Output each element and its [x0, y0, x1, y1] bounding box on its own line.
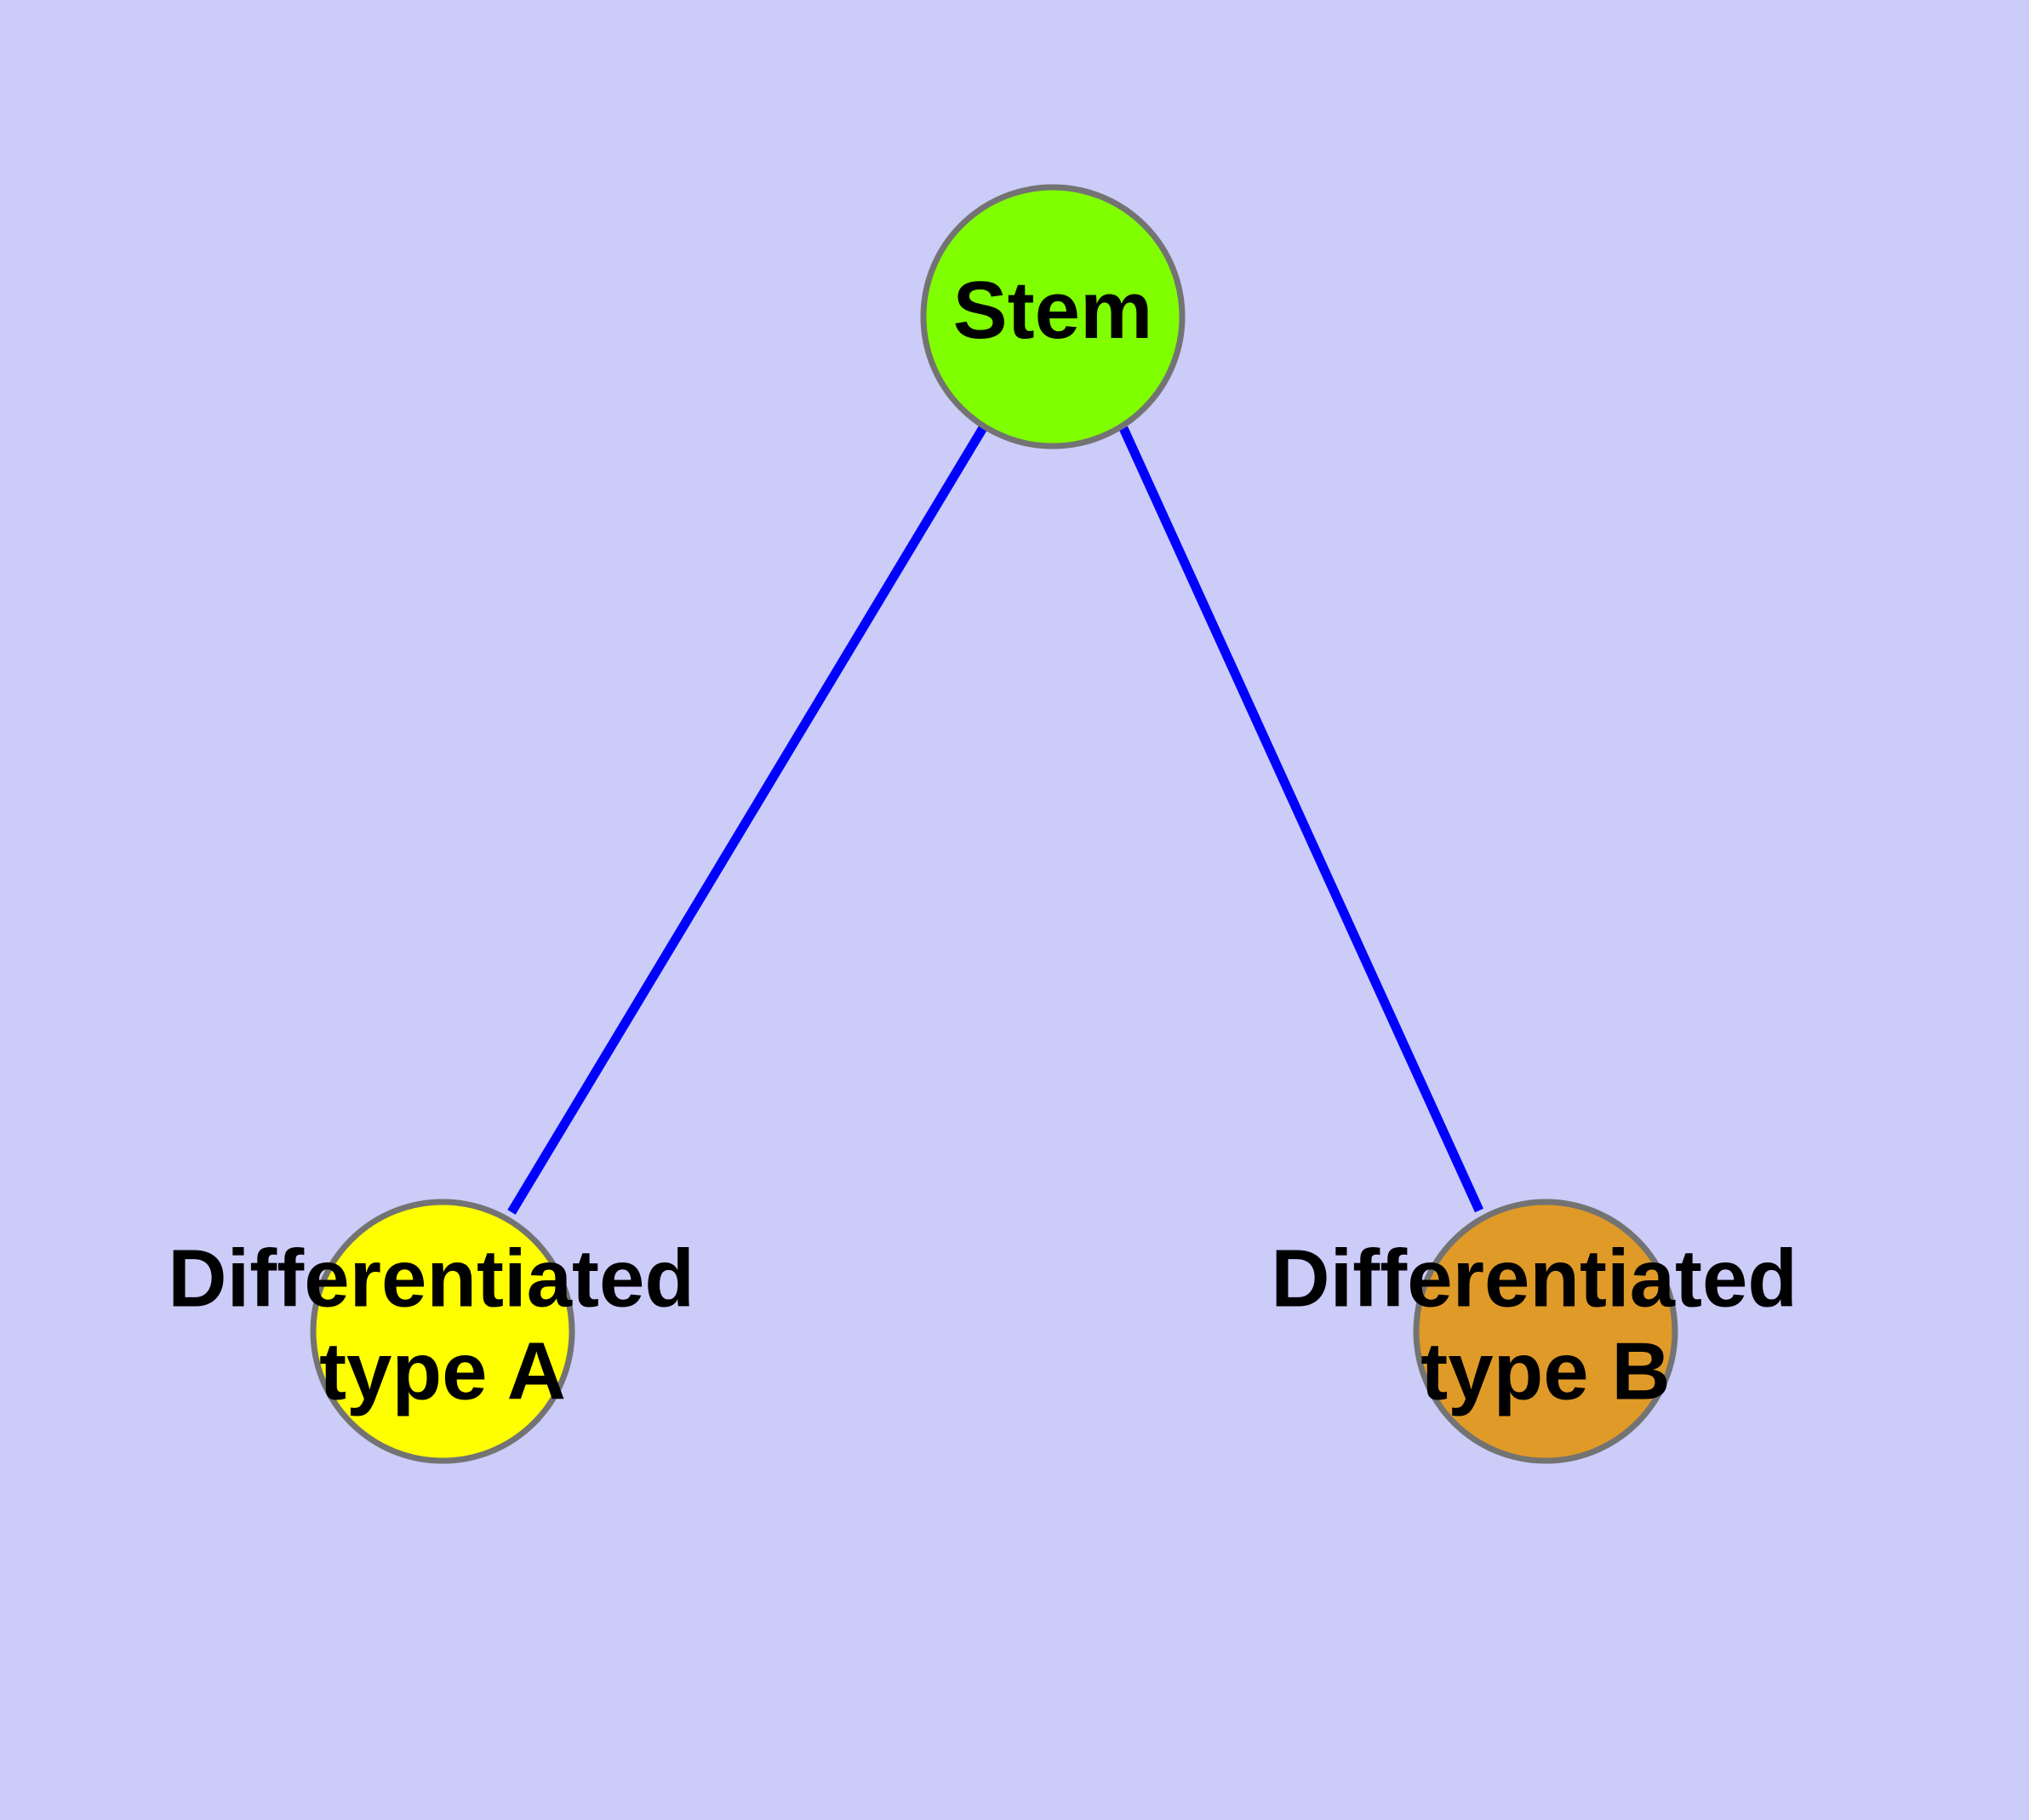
node-diff-b-label-line1: Differentiated	[1271, 1233, 1798, 1325]
node-layer	[310, 184, 1678, 1464]
node-diff-a-label-line2: type A	[319, 1326, 566, 1417]
node-diff-a-circle[interactable]	[310, 1199, 575, 1464]
label-layer: Differentiated type A Differentiated typ…	[168, 265, 1820, 1417]
node-diff-b[interactable]	[1413, 1199, 1678, 1464]
node-stem-label-line1: Stem	[953, 265, 1153, 356]
node-stem-label: Stem	[953, 265, 1153, 356]
node-diff-a-label: Differentiated type A	[168, 1233, 717, 1417]
node-diff-b-label: Differentiated type B	[1271, 1233, 1820, 1417]
node-diff-a[interactable]	[310, 1199, 575, 1464]
edge-stem-to-diff-a[interactable]	[507, 424, 988, 1215]
edge-stem-to-diff-b[interactable]	[1118, 426, 1484, 1213]
node-diff-b-circle[interactable]	[1413, 1199, 1678, 1464]
node-diff-b-label-line2: type B	[1420, 1326, 1670, 1417]
edge-layer	[507, 424, 1484, 1215]
node-diff-a-label-line1: Differentiated	[168, 1233, 694, 1325]
node-stem[interactable]	[920, 184, 1186, 449]
node-stem-circle[interactable]	[920, 184, 1186, 449]
